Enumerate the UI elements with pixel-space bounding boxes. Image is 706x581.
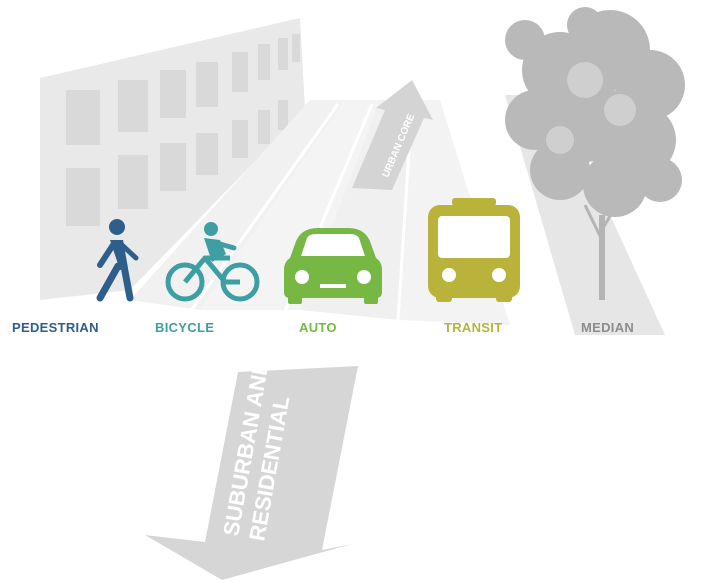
bus-icon: [428, 198, 520, 302]
tree-icon: [505, 7, 685, 300]
transit-label: TRANSIT: [444, 320, 502, 335]
median-label: MEDIAN: [581, 320, 634, 335]
car-icon: [284, 228, 382, 304]
building-facade: [40, 18, 305, 300]
bicycle-icon: [165, 222, 260, 302]
bicycle-label: BICYCLE: [155, 320, 214, 335]
suburban-residential-arrow: SUBURBAN AND RESIDENTIAL: [145, 357, 358, 580]
pedestrian-icon: [96, 219, 139, 302]
auto-label: AUTO: [299, 320, 337, 335]
pedestrian-label: PEDESTRIAN: [12, 320, 99, 335]
